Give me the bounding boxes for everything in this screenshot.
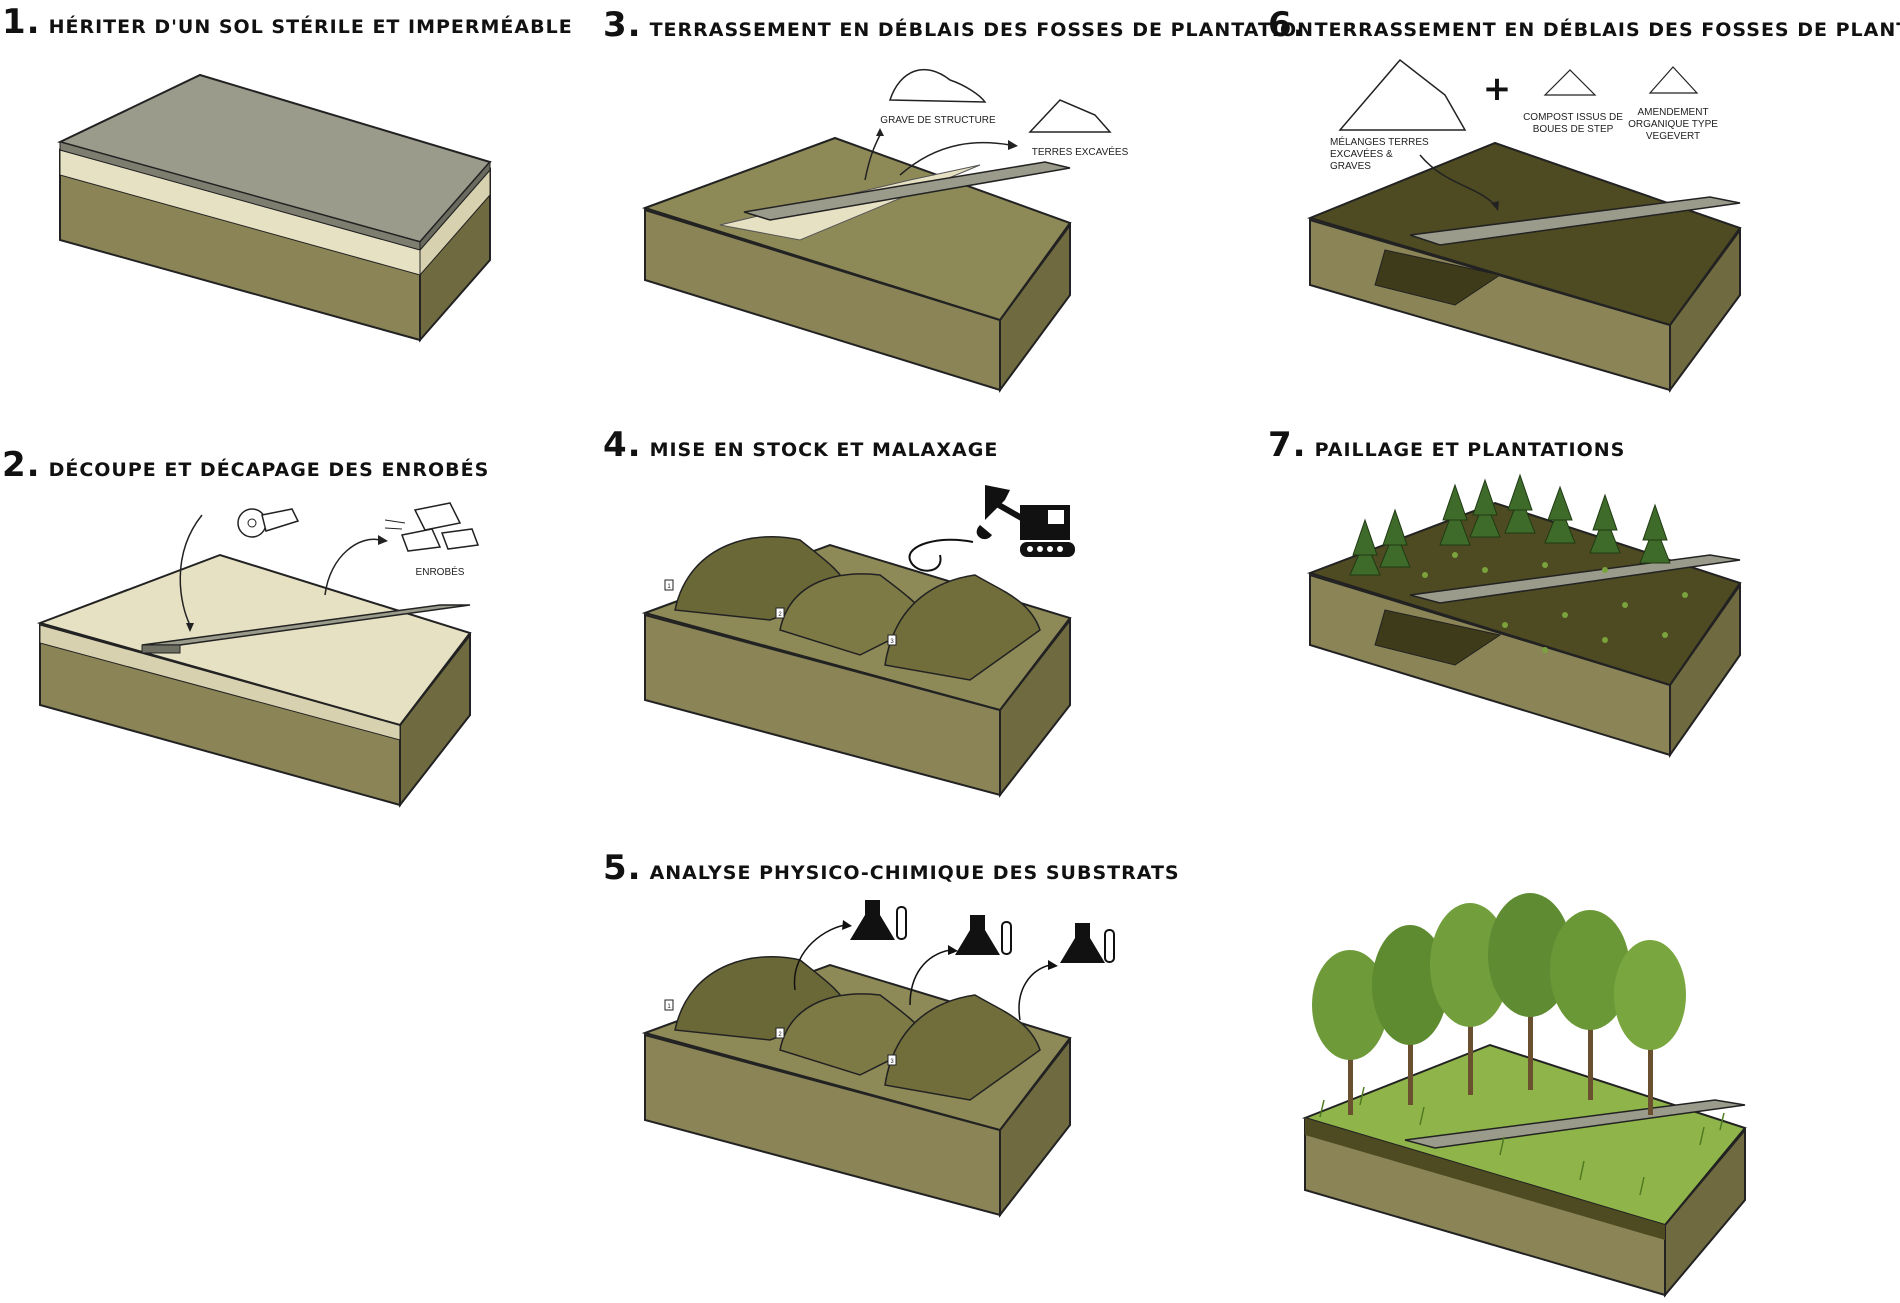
- arrow-icon: [899, 141, 1011, 176]
- arrow-icon: [179, 514, 203, 626]
- step-6-title: 6.Terrassement en déblais des fosses de …: [1268, 5, 1900, 45]
- step-5-soil-block: 1 2 3: [641, 900, 1115, 1218]
- svg-text:3: 3: [890, 1059, 894, 1065]
- step-6-soil-block: MÉLANGES TERRES EXCAVÉES & GRAVES + COMP…: [1306, 58, 1742, 394]
- svg-text:VEGEVERT: VEGEVERT: [1646, 131, 1700, 142]
- svg-text:EXCAVÉES &: EXCAVÉES &: [1330, 147, 1393, 160]
- plus-icon: +: [1483, 69, 1512, 109]
- amendement-label: AMENDEMENT: [1637, 107, 1708, 118]
- svg-text:3: 3: [890, 639, 894, 645]
- excavated-soil-pile-icon: [1028, 99, 1112, 133]
- svg-text:2: 2: [778, 612, 782, 618]
- arrow-icon: [1018, 964, 1051, 1021]
- deciduous-trees: [1312, 893, 1686, 1115]
- arrow-icon: [1419, 154, 1496, 206]
- compost-label: COMPOST ISSUS DE: [1523, 112, 1623, 123]
- lab-flask-icon: [850, 900, 907, 940]
- gravel-pile-icon: [888, 69, 987, 103]
- arrow-icon: [908, 538, 974, 572]
- excavator-icon: [976, 485, 1075, 557]
- circular-saw-icon: [237, 508, 300, 538]
- step-7-title: 7.Paillage et plantations: [1268, 425, 1626, 465]
- melange-label: MÉLANGES TERRES: [1330, 135, 1429, 148]
- final-landscape-block: [1301, 893, 1747, 1298]
- svg-text:1: 1: [667, 584, 671, 590]
- terres-label: TERRES EXCAVÉES: [1032, 145, 1129, 158]
- arrow-icon: [864, 134, 881, 181]
- step-4-title: 4.Mise en stock et malaxage: [603, 425, 999, 465]
- svg-text:BOUES DE STEP: BOUES DE STEP: [1533, 124, 1614, 135]
- grass-tufts: [1319, 1086, 1725, 1196]
- step-1-title: 1.Hériter d'un sol stérile et imperméabl…: [2, 2, 573, 42]
- step-5-title: 5.Analyse physico-chimique des substrats: [603, 848, 1180, 888]
- step-3-soil-block: GRAVE DE STRUCTURE TERRES EXCAVÉES: [641, 69, 1129, 394]
- svg-text:ORGANIQUE TYPE: ORGANIQUE TYPE: [1628, 119, 1718, 130]
- soil-mound: [884, 574, 1041, 681]
- asphalt-pieces-icon: [384, 502, 480, 552]
- arrow-icon: [324, 538, 381, 596]
- arrow-icon: [909, 949, 951, 1006]
- svg-text:2: 2: [778, 1032, 782, 1038]
- lab-flask-icon: [955, 915, 1012, 955]
- step-3-title: 3.Terrassement en déblais des fosses de …: [603, 5, 1315, 45]
- grave-label: GRAVE DE STRUCTURE: [880, 115, 996, 126]
- step-1-soil-block: [57, 73, 492, 343]
- seedlings: [1422, 552, 1688, 653]
- soil-mound: [884, 994, 1041, 1101]
- amendment-pile-icon: [1648, 66, 1699, 94]
- svg-text:GRAVES: GRAVES: [1330, 161, 1371, 172]
- svg-text:1: 1: [667, 1004, 671, 1010]
- step-7-soil-block: [1306, 473, 1742, 759]
- lab-flask-icon: [1060, 923, 1115, 963]
- mixed-soil-pile-icon: [1338, 58, 1467, 131]
- arrow-icon: [793, 924, 846, 991]
- step-4-soil-block: 1 2 3: [641, 485, 1075, 798]
- compost-pile-icon: [1543, 69, 1597, 96]
- step-2-soil-block: ENROBÉS: [36, 502, 480, 808]
- conifer-trees: [1349, 473, 1671, 576]
- step-2-title: 2.Découpe et décapage des enrobés: [2, 445, 490, 485]
- enrobes-label: ENROBÉS: [416, 565, 465, 578]
